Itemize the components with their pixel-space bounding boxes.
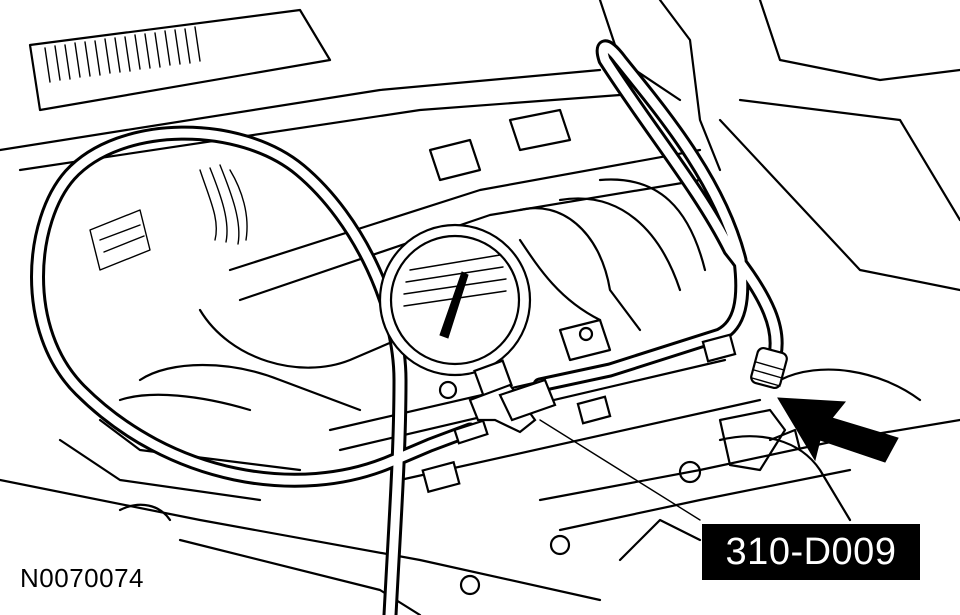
arrow-left-down-icon	[777, 397, 899, 463]
hose-clips	[421, 333, 737, 494]
special-tool-number-badge: 310-D009	[702, 524, 920, 580]
quick-connect-fitting	[750, 346, 788, 390]
fuel-hose-right	[532, 39, 784, 393]
figure-code-label: N0070074	[20, 563, 144, 593]
fuel-hose-left-loop	[30, 125, 478, 615]
pressure-gauge-icon	[378, 223, 532, 397]
gauge-valve-body	[453, 378, 557, 445]
leader-line	[539, 419, 701, 521]
